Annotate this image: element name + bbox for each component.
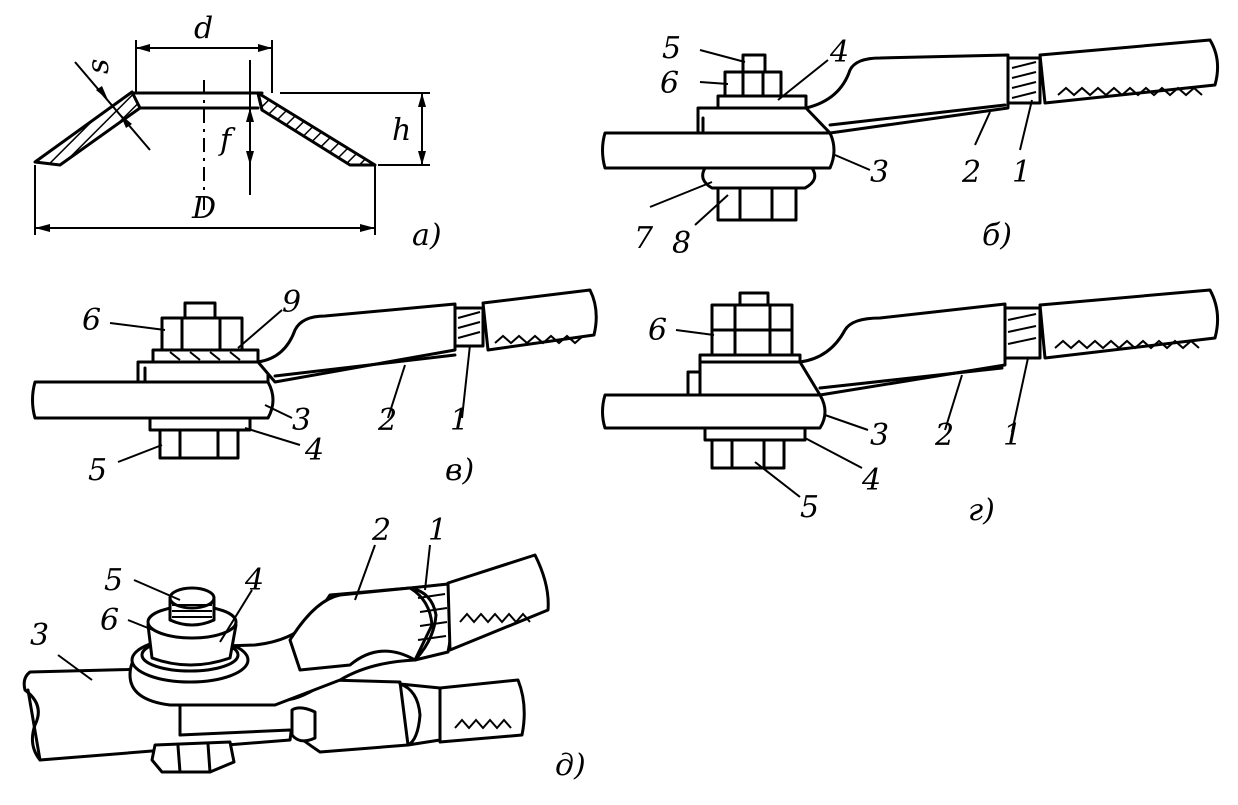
label-4: 4	[244, 563, 264, 598]
caption-d: д)	[555, 748, 586, 783]
label-4: 4	[304, 433, 324, 468]
label-2: 2	[961, 155, 981, 190]
dim-s-label: s	[81, 59, 116, 74]
cable-lug	[804, 53, 1010, 135]
dim-D-label: D	[191, 191, 216, 226]
figure-a-spring-washer: d D h f s а)	[33, 11, 442, 253]
cable-lug	[256, 302, 457, 384]
caption-b: б)	[982, 218, 1012, 253]
label-1: 1	[450, 403, 469, 438]
busbar	[31, 380, 275, 420]
label-2: 2	[377, 403, 397, 438]
figure-b-bolted-connection: 5 6 4 3 2 1 7 8 б)	[601, 31, 1220, 261]
caption-a: а)	[412, 218, 442, 253]
label-6: 6	[660, 66, 679, 101]
dim-f-label: f	[218, 123, 236, 158]
label-5: 5	[800, 490, 819, 525]
label-1: 1	[428, 513, 447, 548]
label-3: 3	[292, 403, 311, 438]
label-5: 5	[662, 31, 681, 66]
label-1: 1	[1012, 155, 1031, 190]
label-4: 4	[861, 463, 881, 498]
label-6: 6	[648, 313, 667, 348]
dim-d-label: d	[194, 11, 213, 46]
cable-insulation	[1038, 38, 1220, 105]
label-7: 7	[634, 221, 654, 256]
label-3: 3	[870, 418, 889, 453]
label-2: 2	[371, 513, 391, 548]
caption-g: г)	[968, 493, 995, 528]
washer-section-left	[33, 90, 142, 167]
label-1: 1	[1003, 418, 1022, 453]
label-3: 3	[30, 618, 49, 653]
label-5: 5	[88, 453, 107, 488]
label-8: 8	[672, 226, 691, 261]
figure-d-isometric-view: 2 1 5 4 6 3 д)	[22, 513, 586, 783]
figure-v-bolted-connection: 6 9 3 2 1 5 4 в)	[31, 285, 598, 488]
cable-lug	[798, 302, 1007, 397]
busbar	[601, 393, 827, 430]
busbar	[601, 131, 836, 170]
label-3: 3	[870, 155, 889, 190]
washer-section-right	[256, 91, 377, 167]
label-9: 9	[282, 285, 301, 320]
label-5: 5	[104, 563, 123, 598]
label-6: 6	[82, 303, 101, 338]
label-2: 2	[934, 418, 954, 453]
cable-insulation	[1038, 288, 1220, 360]
label-6: 6	[100, 603, 119, 638]
cable-insulation	[446, 553, 550, 652]
caption-v: в)	[445, 453, 474, 488]
dim-h-label: h	[392, 113, 411, 148]
figure-g-bolted-connection: 6 3 2 1 4 5 г)	[601, 288, 1220, 528]
cable-insulation	[481, 288, 598, 352]
label-4: 4	[829, 35, 849, 70]
